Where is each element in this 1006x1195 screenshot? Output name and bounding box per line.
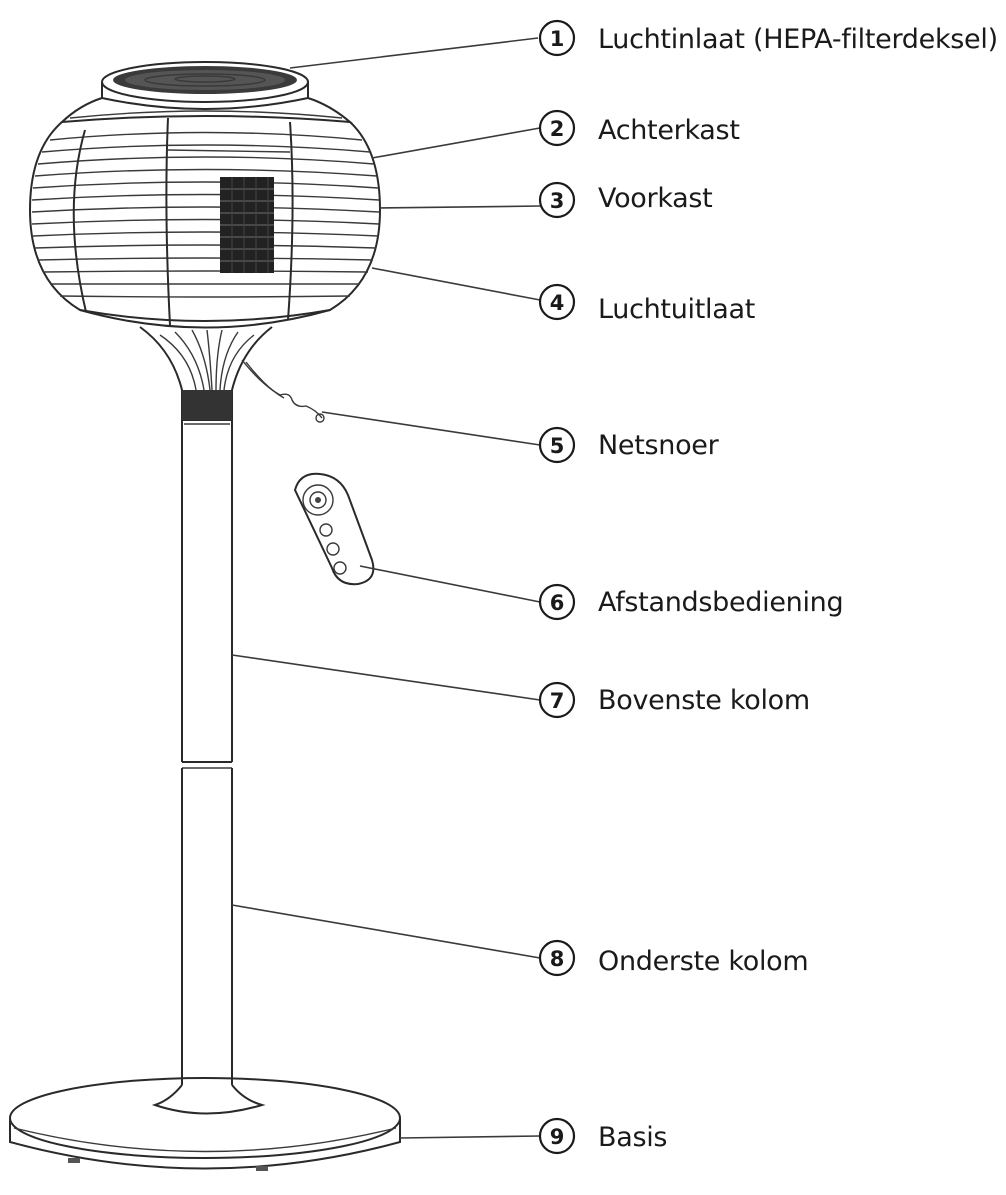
leader-line-1	[290, 38, 538, 68]
callout-5: 5 Netsnoer	[540, 428, 720, 462]
callout-number: 2	[550, 117, 565, 141]
leader-line-2	[372, 128, 540, 158]
leader-line-5	[322, 412, 540, 445]
base	[10, 1078, 400, 1171]
callout-label: Basis	[598, 1122, 667, 1153]
callout-label: Luchtinlaat (HEPA-filterdeksel)	[598, 24, 998, 55]
fan-neck	[140, 327, 272, 420]
leader-line-7	[232, 655, 540, 700]
callout-number: 3	[550, 189, 565, 213]
callout-label: Luchtuitlaat	[598, 294, 755, 325]
callout-number: 1	[550, 27, 565, 51]
callout-7: 7 Bovenste kolom	[540, 683, 810, 717]
callout-number: 4	[550, 291, 565, 315]
fan-head	[30, 62, 380, 328]
leader-line-6	[360, 566, 540, 602]
leader-line-8	[232, 905, 540, 958]
callout-label: Voorkast	[598, 183, 712, 214]
callout-number: 7	[550, 689, 565, 713]
leader-line-9	[400, 1136, 540, 1138]
grille-stripes	[32, 133, 379, 298]
air-inlet-cover	[102, 62, 308, 109]
remote-control	[295, 474, 373, 584]
callout-number: 8	[550, 947, 565, 971]
callout-8: 8 Onderste kolom	[540, 941, 808, 977]
power-cord	[242, 360, 324, 422]
callout-2: 2 Achterkast	[540, 111, 740, 146]
callout-4: 4 Luchtuitlaat	[540, 285, 755, 325]
callout-label: Netsnoer	[598, 430, 720, 461]
callout-6: 6 Afstandsbediening	[540, 585, 843, 619]
leader-line-4	[372, 268, 540, 300]
callout-label: Achterkast	[598, 115, 740, 146]
lower-column	[182, 762, 232, 1085]
callout-9: 9 Basis	[540, 1119, 667, 1153]
leader-line-3	[380, 206, 540, 208]
callout-3: 3 Voorkast	[540, 183, 712, 217]
leader-lines	[232, 38, 540, 1138]
callout-number: 5	[550, 434, 565, 458]
callout-label: Onderste kolom	[598, 946, 808, 977]
callout-label: Afstandsbediening	[598, 587, 843, 618]
callout-label: Bovenste kolom	[598, 685, 810, 716]
callout-number: 9	[550, 1125, 565, 1149]
air-outlet-grille	[220, 177, 274, 273]
callout-1: 1 Luchtinlaat (HEPA-filterdeksel)	[540, 21, 998, 55]
upper-column	[182, 420, 232, 762]
callout-number: 6	[550, 591, 565, 615]
